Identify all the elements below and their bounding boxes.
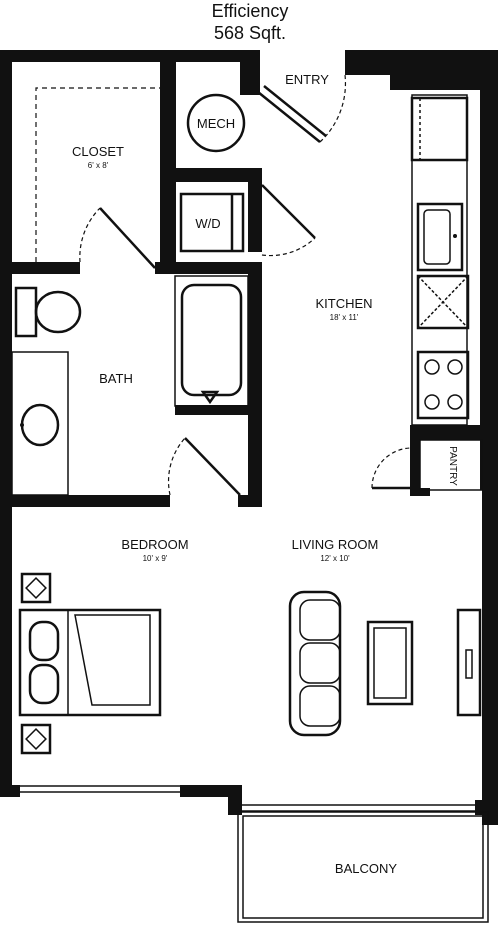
kitchen-sink-icon [416,202,464,272]
bathtub [174,275,249,407]
unit-area: 568 Sqft. [213,23,287,43]
outer-walls [0,50,498,825]
entry-label: ENTRY [285,72,329,87]
fridge-icon [410,96,469,162]
pantry-label: PANTRY [447,446,458,486]
closet-size: 6' x 8' [88,161,109,170]
closet-label: CLOSET [72,144,124,159]
wd-label: W/D [195,216,220,231]
kitchen-counter [410,94,470,426]
mech-label: MECH [197,116,235,131]
nightstand-bottom [20,723,52,755]
tv-stand [456,608,482,717]
interior-walls [0,62,430,507]
living-room-size: 12' x 10' [320,554,350,563]
toilet-icon [14,286,82,338]
bath-vanity [11,351,69,496]
kitchen-label: KITCHEN [315,296,372,311]
doors [79,74,411,496]
coffee-table [366,620,414,706]
bedroom-size: 10' x 9' [143,554,168,563]
unit-type-title: Efficiency [211,1,289,21]
closet-shelving [35,87,160,262]
nightstand-top [20,572,52,604]
bedroom-label: BEDROOM [121,537,188,552]
dishwasher-icon [416,274,470,330]
bath-label: BATH [99,371,133,386]
balcony-label: BALCONY [335,861,397,876]
washer-dryer [179,192,245,253]
windows [20,785,475,812]
living-room-label: LIVING ROOM [292,537,379,552]
mech-unit [186,93,246,153]
bed-icon [18,608,162,717]
sofa-icon [288,590,342,737]
pantry-shelving [419,439,483,491]
stove-icon [416,350,470,420]
kitchen-size: 18' x 11' [330,313,359,322]
balcony-area [237,811,489,923]
